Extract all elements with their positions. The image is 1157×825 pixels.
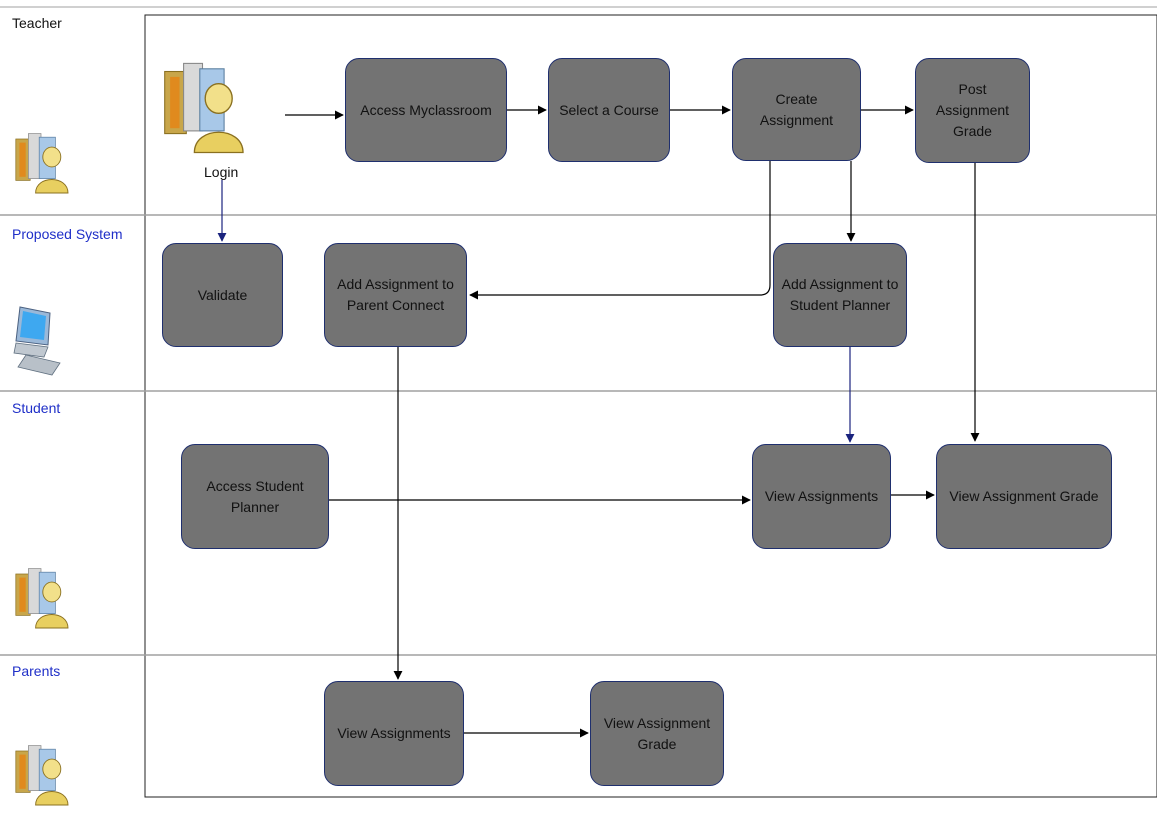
login-label: Login [204, 164, 239, 180]
node-post-assignment-grade: Post Assignment Grade [915, 58, 1030, 163]
node-select-course: Select a Course [548, 58, 670, 162]
users-icon [15, 745, 69, 806]
lane-label-proposed-system: Proposed System [12, 226, 123, 242]
lane-label-student: Student [12, 400, 61, 416]
diagram-frame [144, 14, 1157, 798]
lane-label-teacher: Teacher [12, 15, 62, 31]
node-access-myclassroom: Access Myclassroom [345, 58, 507, 162]
node-validate: Validate [162, 243, 283, 347]
node-student-view-grade: View Assignment Grade [936, 444, 1112, 549]
node-create-assignment: Create Assignment [732, 58, 861, 161]
users-icon [15, 568, 69, 629]
users-icon [15, 133, 69, 194]
computer-icon [13, 306, 61, 376]
node-access-student-planner: Access Student Planner [181, 444, 329, 549]
arrow-create-to-parent-connect [469, 161, 771, 300]
lane-label-parents: Parents [12, 663, 61, 679]
node-student-view-assignments: View Assignments [752, 444, 891, 549]
node-parent-view-grade: View Assignment Grade [590, 681, 724, 786]
node-add-parent-connect: Add Assignment to Parent Connect [324, 243, 467, 347]
users-icon [164, 62, 244, 154]
node-parent-view-assignments: View Assignments [324, 681, 464, 786]
node-add-student-planner: Add Assignment to Student Planner [773, 243, 907, 347]
